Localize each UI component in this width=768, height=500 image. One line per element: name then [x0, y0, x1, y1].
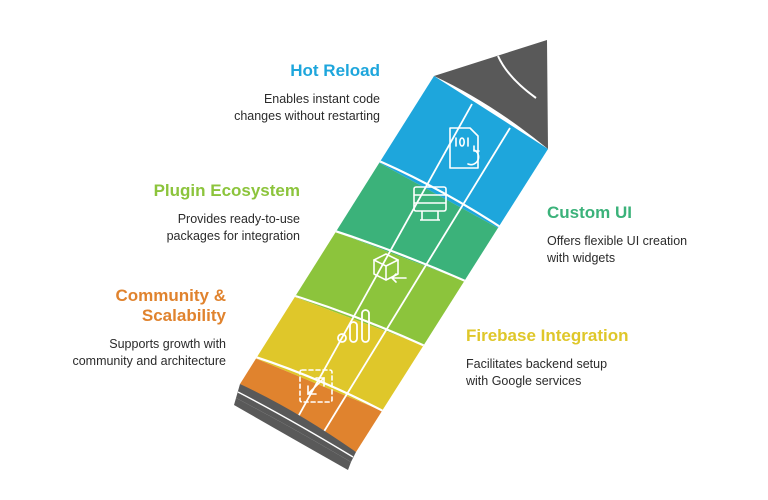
hot-reload-callout: Hot Reload Enables instant code changes … — [190, 61, 380, 125]
community-scalability-desc-line2: community and architecture — [72, 354, 226, 368]
scale-expand-icon — [299, 369, 333, 403]
firebase-integration-desc-line2: with Google services — [466, 374, 582, 388]
custom-ui-callout: Custom UI Offers flexible UI creation wi… — [547, 203, 747, 267]
custom-ui-desc-line2: with widgets — [547, 251, 616, 265]
hot-reload-title: Hot Reload — [290, 61, 380, 80]
pencil-tip — [434, 40, 548, 149]
community-scalability-title: Community & Scalability — [60, 286, 227, 326]
segment-plugin-ecosystem — [276, 226, 470, 346]
segment-firebase-integration — [240, 290, 425, 412]
community-scalability-title-line2: Scalability — [141, 306, 226, 325]
hot-reload-desc-line1: Enables instant code — [263, 92, 380, 106]
plugin-ecosystem-desc-line1: Provides ready-to-use — [177, 212, 300, 226]
custom-ui-desc-line1: Offers flexible UI creation — [547, 234, 688, 248]
pencil-tip-highlight — [497, 55, 537, 99]
code-refresh-icon — [449, 127, 480, 169]
community-scalability-desc-line1: Supports growth with — [109, 337, 226, 351]
plugin-ecosystem-callout: Plugin Ecosystem Provides ready-to-use p… — [110, 181, 300, 245]
segment-custom-ui — [320, 155, 520, 283]
package-icon — [373, 253, 407, 283]
community-scalability-callout: Community & Scalability Supports growth … — [60, 286, 226, 370]
firebase-integration-desc-line1: Facilitates backend setup — [466, 357, 608, 371]
plugin-ecosystem-title: Plugin Ecosystem — [153, 181, 300, 200]
firebase-integration-callout: Firebase Integration Facilitates backend… — [466, 326, 706, 390]
community-scalability-title-line1: Community & — [115, 286, 227, 305]
hot-reload-desc-line2: changes without restarting — [234, 109, 380, 123]
custom-ui-title: Custom UI — [547, 203, 632, 222]
firebase-integration-title: Firebase Integration — [466, 326, 629, 345]
bar-chart-icon — [337, 309, 370, 343]
widget-stack-icon — [413, 186, 447, 221]
plugin-ecosystem-desc-line2: packages for integration — [166, 229, 300, 243]
pencil-eraser-cap — [234, 398, 351, 470]
